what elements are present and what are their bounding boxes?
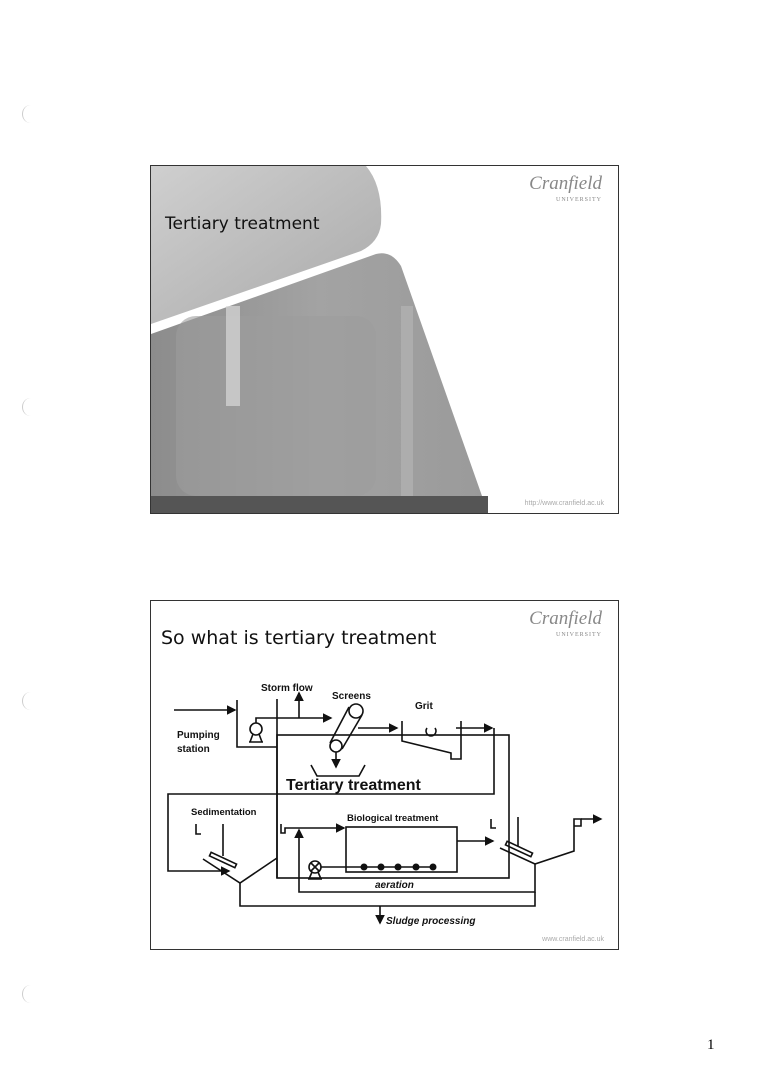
treatment-process-diagram: Storm flow Screens Grit Pumping station … [167,683,603,927]
label-grit: Grit [415,701,433,712]
punch-hole [22,985,39,1003]
punch-hole [22,105,39,123]
biological-tank [345,826,458,873]
tertiary-boundary [276,734,510,879]
pump-icon [249,722,263,743]
grit-mixer [425,727,437,737]
label-tertiary-treatment: Tertiary treatment [286,777,422,794]
grit-chamber [401,721,462,760]
primary-sedimentation-tank [195,824,278,884]
pumping-station-tank [236,700,277,748]
slide-photo-bottles [151,166,488,513]
slide-url: http://www.cranfield.ac.uk [524,500,604,507]
secondary-clarifier [490,817,582,865]
label-biological-treatment: Biological treatment [347,813,439,824]
punch-hole [22,398,39,416]
page-number: 1 [707,1037,715,1053]
label-station: station [177,744,210,755]
label-aeration: aeration [375,880,414,891]
punch-hole [22,692,39,710]
slide-url: www.cranfield.ac.uk [542,936,604,943]
slide-title: Tertiary treatment [165,214,320,234]
blower-icon [308,860,322,880]
label-storm-flow: Storm flow [261,683,313,694]
slide-title: So what is tertiary treatment [161,627,437,649]
return-sludge-line [294,828,536,893]
label-pumping: Pumping [177,730,220,741]
label-sludge-processing: Sludge processing [386,916,475,927]
label-sedimentation: Sedimentation [191,807,257,818]
screenings-tray [310,764,366,777]
sludge-line [239,883,536,907]
screens-icon [329,703,364,753]
label-screens: Screens [332,691,371,702]
